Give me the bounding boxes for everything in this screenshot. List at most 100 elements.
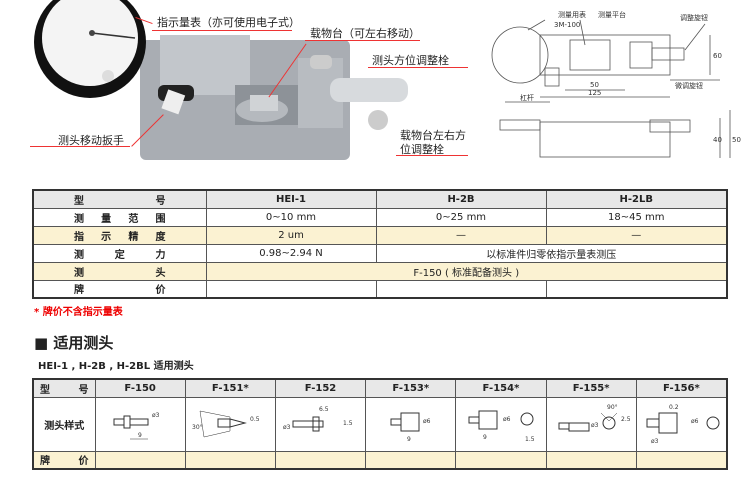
cell-text: ø3 xyxy=(283,424,291,431)
table-cell: 型号 xyxy=(32,189,207,209)
cell-wrapper: 指示精度 xyxy=(34,228,206,243)
drawing-gauge: 测量用表 xyxy=(558,10,586,19)
cell-text: — xyxy=(545,225,728,245)
cell-text: F-153* xyxy=(365,378,457,398)
table-cell: 测量范围 xyxy=(32,207,207,227)
cell-text: 0.98~2.94 N xyxy=(205,243,377,263)
cell-text: 以标准件归零依指示量表测压 xyxy=(375,243,728,263)
table-cell xyxy=(455,450,547,470)
label-stage-adjust-2: 位调整栓 xyxy=(400,143,444,156)
cell-text: H-2LB xyxy=(545,189,728,209)
cell-text: F-152 xyxy=(274,378,367,398)
label-probe-adjust: 测头方位调整栓 xyxy=(372,54,449,67)
table-cell xyxy=(545,450,637,470)
cell-wrapper: 牌价 xyxy=(34,452,95,467)
label-stage-adjust-1: 载物台左右方 xyxy=(400,129,466,142)
cell-text: 号 xyxy=(155,195,166,207)
cell-wrapper: 测头 xyxy=(34,264,206,279)
cell-text: 头 xyxy=(155,267,166,279)
cell-text: 围 xyxy=(155,213,166,225)
cell-wrapper: 测定力 xyxy=(34,246,206,261)
cell-text: F-150 xyxy=(94,378,186,398)
cell-text: 0~25 mm xyxy=(375,207,547,227)
probe-f156: 0.2 ø6 ø3 xyxy=(635,396,728,452)
cell-text: ø6 xyxy=(423,418,431,425)
cell-text: 2.5 xyxy=(621,416,631,423)
section-subtitle: HEI-1 , H-2B , H-2BL 适用测头 xyxy=(38,361,194,372)
table-row: 指示精度 2 um — — xyxy=(32,225,728,245)
probe-f152: 6.5 1.5 ø3 xyxy=(274,396,367,452)
drawing-dim-60: 60 xyxy=(713,52,722,60)
cell-text: 号 xyxy=(78,384,89,396)
cell-text: 1.5 xyxy=(343,420,353,427)
cell-text: 指 xyxy=(74,231,84,243)
cell-text: 18~45 mm xyxy=(545,207,728,227)
cell-text: — xyxy=(375,225,547,245)
table-cell: 牌价 xyxy=(32,450,96,470)
label-lever: 测头移动扳手 xyxy=(58,134,124,147)
table-cell xyxy=(545,279,728,299)
cell-wrapper: 牌价 xyxy=(34,281,206,296)
cell-text: 9 xyxy=(138,432,142,439)
drawing-platform: 测量平台 xyxy=(598,10,626,19)
table-cell: 牌价 xyxy=(32,279,207,299)
cell-text: 型 xyxy=(40,384,50,396)
cell-text: ø6 xyxy=(503,416,511,423)
table-row: 型号 HEI-1 H-2B H-2LB xyxy=(32,189,728,209)
drawing-gauge-model: 3M-100 xyxy=(554,21,580,29)
cell-text: 量 xyxy=(101,213,112,225)
cell-text: 90° xyxy=(607,404,618,411)
table-cell xyxy=(365,450,457,470)
table-cell: 型号 xyxy=(32,378,96,398)
label-dial: 指示量表（亦可使用电子式） xyxy=(157,16,300,29)
drawing-dim-50b: 50 xyxy=(732,136,741,144)
drawing-dim-50: 50 xyxy=(590,81,599,89)
table-row: 测定力 0.98~2.94 N 以标准件归零依指示量表测压 xyxy=(32,243,728,263)
drawing-dim-125: 125 xyxy=(588,89,601,97)
cell-wrapper: 测量范围 xyxy=(34,210,206,225)
cell-text: F-151* xyxy=(184,378,276,398)
cell-text: 型 xyxy=(74,195,84,207)
table-cell xyxy=(184,450,276,470)
label-stage: 载物台（可左右移动） xyxy=(310,27,420,40)
cell-text: 2 um xyxy=(205,225,377,245)
spec-table: 型号 HEI-1 H-2B H-2LB 测量范围 0~10 mm 0~25 mm… xyxy=(32,189,728,299)
cell-text: 定 xyxy=(114,249,125,261)
table-cell xyxy=(375,279,547,299)
cell-text: 0.5 xyxy=(250,416,260,423)
cell-text: 测 xyxy=(74,249,84,261)
table-cell xyxy=(274,450,367,470)
cell-text: ø6 xyxy=(691,418,699,425)
cell-text: ø3 xyxy=(591,422,599,429)
table-row: 牌价 xyxy=(32,450,728,470)
cell-text: 0.2 xyxy=(669,404,679,411)
cell-text: 测 xyxy=(74,213,84,225)
cell-wrapper: 型号 xyxy=(34,381,95,396)
cell-text: F-155* xyxy=(545,378,637,398)
cell-text: ø3 xyxy=(152,412,160,419)
cell-text: 0~10 mm xyxy=(205,207,377,227)
cell-wrapper: 型号 xyxy=(34,192,206,207)
cell-text: F-156* xyxy=(635,378,728,398)
table-cell: 测定力 xyxy=(32,243,207,263)
table-row: 牌价 xyxy=(32,279,728,299)
cell-text: ø3 xyxy=(651,438,659,445)
drawing-adjust-knob: 调整旋钮 xyxy=(680,13,708,22)
table-cell: 指示精度 xyxy=(32,225,207,245)
technical-drawing: 测量用表 3M-100 测量平台 调整旋钮 微调旋钮 杠杆 50 125 60 … xyxy=(491,10,741,158)
cell-text: 牌 xyxy=(74,285,84,297)
table-row: 测头 F-150 ( 标准配备测头 ) xyxy=(32,261,728,281)
drawing-fine-knob: 微调旋钮 xyxy=(675,81,703,90)
table-row: 测量范围 0~10 mm 0~25 mm 18~45 mm xyxy=(32,207,728,227)
drawing-dim-40: 40 xyxy=(713,136,722,144)
product-photo xyxy=(34,0,408,160)
probe-f151: 30°0.5 xyxy=(184,396,276,452)
cell-text: 示 xyxy=(101,231,112,243)
cell-text: 1.5 xyxy=(525,436,535,443)
cell-text: 6.5 xyxy=(319,406,329,413)
cell-text: H-2B xyxy=(375,189,547,209)
